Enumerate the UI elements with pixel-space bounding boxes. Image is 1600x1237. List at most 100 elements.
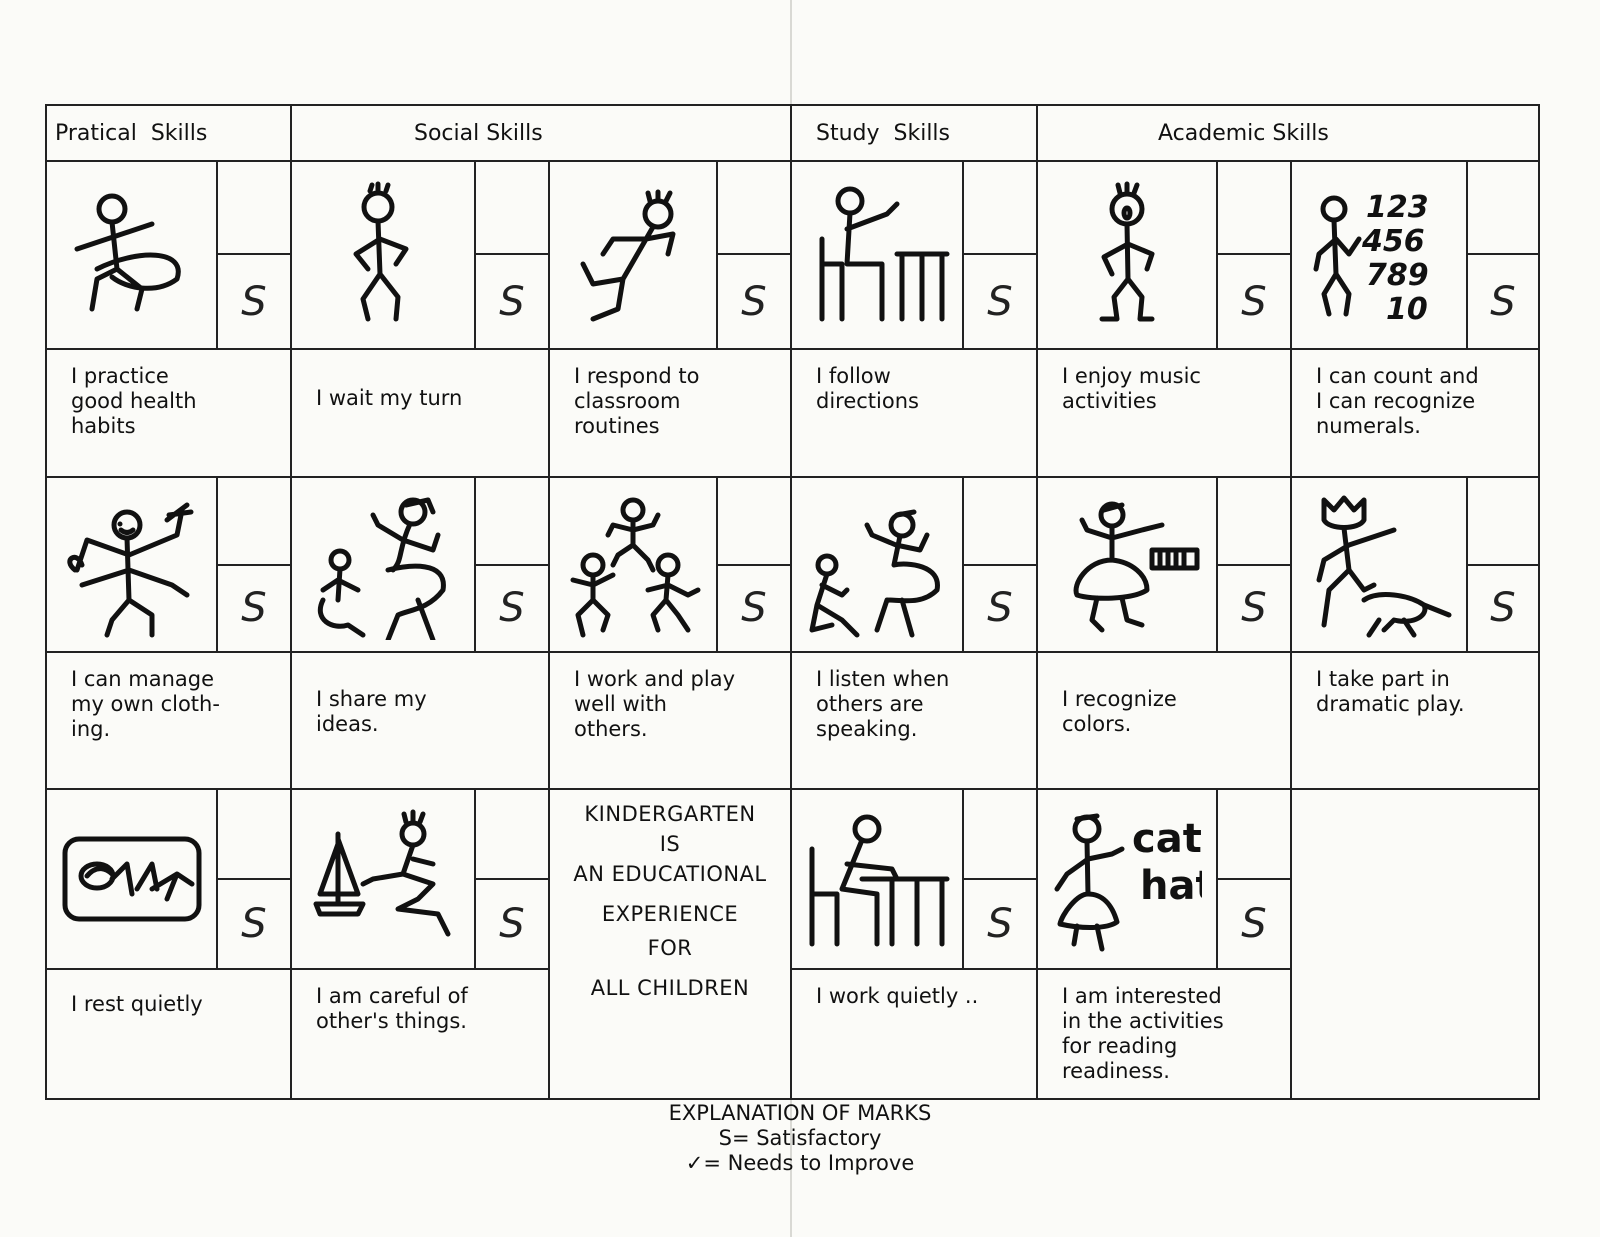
- header-label: Pratical Skills: [55, 120, 208, 146]
- empty-mark-box: [216, 478, 290, 566]
- legend-title: EXPLANATION OF MARKS: [668, 1101, 932, 1125]
- empty-mark-box: [1216, 160, 1290, 255]
- skill-mark: S: [716, 255, 790, 350]
- skill-description: I share my ideas.: [290, 653, 548, 790]
- skill-picture: cathat: [1036, 790, 1216, 970]
- skill-description: I listen when others are speaking.: [790, 653, 1036, 790]
- reading-figure-icon: cathat: [1054, 813, 1202, 952]
- svg-text:456: 456: [1361, 224, 1425, 259]
- legend-needs-improve: ✓= Needs to Improve: [685, 1151, 915, 1175]
- message-line: EXPERIENCE: [601, 902, 739, 926]
- header-label: Academic Skills: [1158, 120, 1329, 146]
- skill-picture: [790, 790, 962, 970]
- running-figure-icon: [580, 189, 676, 322]
- child-at-desk-icon: [819, 186, 950, 322]
- skill-mark: S: [474, 880, 548, 970]
- skill-picture: [548, 478, 716, 653]
- header-label: Study Skills: [816, 120, 951, 146]
- empty-mark-box: [216, 160, 290, 255]
- header-label: Social Skills: [414, 120, 543, 146]
- message-line: IS: [659, 832, 681, 856]
- exercise-figure-icon: [74, 193, 181, 312]
- message-line: ALL CHILDREN: [590, 976, 750, 1000]
- empty-cell: [1290, 790, 1540, 1100]
- skill-picture: [45, 790, 216, 970]
- skill-picture: [790, 160, 962, 350]
- skill-description: I take part in dramatic play.: [1290, 653, 1540, 790]
- legend-satisfactory: S= Satisfactory: [718, 1126, 882, 1150]
- skill-mark: S: [216, 565, 290, 653]
- svg-text:789: 789: [1366, 258, 1429, 293]
- painting-figure-icon: [1073, 501, 1200, 632]
- skill-mark: S: [474, 565, 548, 653]
- empty-mark-box: [716, 478, 790, 566]
- skill-picture: [290, 478, 474, 653]
- skill-mark: S: [962, 565, 1036, 653]
- skill-mark: S: [216, 880, 290, 970]
- listening-children-icon: [809, 509, 940, 637]
- empty-mark-box: [474, 160, 548, 255]
- marks-legend: EXPLANATION OF MARKS S= Satisfactory ✓= …: [560, 1101, 1040, 1176]
- header-social-skills: Social Skills: [290, 104, 790, 162]
- header-academic-skills: Academic Skills: [1036, 104, 1540, 162]
- skill-mark: S: [1216, 880, 1290, 970]
- skill-mark: S: [716, 565, 790, 653]
- skill-picture: [1036, 478, 1216, 653]
- skill-picture: [1036, 160, 1216, 350]
- sharing-figures-icon: [318, 497, 446, 640]
- skill-picture: [1290, 478, 1466, 653]
- empty-mark-box: [716, 160, 790, 255]
- singing-figure-icon: [1099, 181, 1155, 322]
- empty-mark-box: [962, 790, 1036, 880]
- skill-mark: S: [1466, 255, 1540, 350]
- skill-picture: [290, 160, 474, 350]
- skill-mark: S: [474, 255, 548, 350]
- skill-description: I respond to classroom routines: [548, 350, 790, 478]
- skill-description: I can count and I can recognize numerals…: [1290, 350, 1540, 478]
- skill-mark: S: [1466, 565, 1540, 653]
- empty-mark-box: [474, 790, 548, 880]
- skill-mark: S: [216, 255, 290, 350]
- empty-mark-box: [1216, 790, 1290, 880]
- empty-mark-box: [1216, 478, 1290, 566]
- message-line: AN EDUCATIONAL: [573, 862, 767, 886]
- skill-description: I can manage my own cloth- ing.: [45, 653, 290, 790]
- standing-figure-icon: [353, 181, 409, 322]
- empty-mark-box: [962, 478, 1036, 566]
- empty-mark-box: [216, 790, 290, 880]
- skill-mark: S: [1216, 255, 1290, 350]
- skill-mark: S: [1216, 565, 1290, 653]
- skill-picture: [548, 160, 716, 350]
- svg-text:hat: hat: [1140, 863, 1202, 909]
- empty-mark-box: [474, 478, 548, 566]
- message-line: KINDERGARTEN: [584, 802, 756, 826]
- skill-picture: [790, 478, 962, 653]
- skill-description: I am careful of other's things.: [290, 970, 548, 1100]
- skill-description: I follow directions: [790, 350, 1036, 478]
- message-line: FOR: [647, 936, 693, 960]
- skill-picture: [45, 160, 216, 350]
- skill-mark: S: [962, 255, 1036, 350]
- skill-description: I wait my turn: [290, 350, 548, 478]
- skill-description: I work quietly ..: [790, 970, 1036, 1100]
- child-with-boat-icon: [313, 809, 451, 937]
- skill-picture: [290, 790, 474, 970]
- skill-description: I am interested in the activities for re…: [1036, 970, 1290, 1100]
- svg-text:123: 123: [1366, 190, 1429, 225]
- resting-child-icon: [62, 836, 201, 922]
- header-study-skills: Study Skills: [790, 104, 1036, 162]
- skill-description: I practice good health habits: [45, 350, 290, 478]
- playing-children-icon: [570, 497, 701, 637]
- empty-mark-box: [962, 160, 1036, 255]
- empty-mark-box: [1466, 160, 1540, 255]
- skill-description: I work and play well with others.: [548, 653, 790, 790]
- skill-picture: [45, 478, 216, 653]
- svg-text:10: 10: [1386, 292, 1428, 327]
- dressing-figure-icon: [66, 502, 193, 637]
- skill-description: I recognize colors.: [1036, 653, 1290, 790]
- kindergarten-message: KINDERGARTEN IS AN EDUCATIONAL EXPERIENC…: [548, 790, 790, 1100]
- skill-description: I enjoy music activities: [1036, 350, 1290, 478]
